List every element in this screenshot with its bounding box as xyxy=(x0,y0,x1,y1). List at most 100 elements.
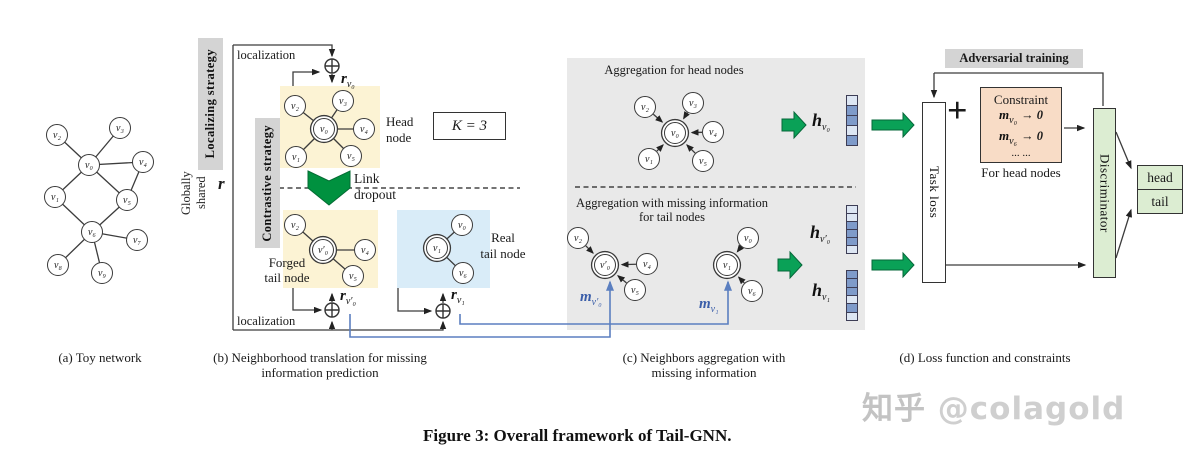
vector-cell xyxy=(846,244,858,254)
head_c-node: v₀ xyxy=(664,122,686,144)
tail_c2-node: v₀ xyxy=(737,227,759,249)
head_b-node: v₄ xyxy=(353,118,375,140)
adversarial-training-box: Adversarial training xyxy=(945,49,1083,68)
real_b-node: v₀ xyxy=(451,214,473,236)
head_c-node: v₄ xyxy=(702,121,724,143)
h-v1-vector xyxy=(846,269,858,322)
toy-node: v₅ xyxy=(116,189,138,211)
localization-bottom-label: localization xyxy=(237,314,296,328)
head_c-node: v₂ xyxy=(634,96,656,118)
toy-node: v₁ xyxy=(44,186,66,208)
real_b-node: v₆ xyxy=(452,262,474,284)
head_c-node: v₅ xyxy=(692,150,714,172)
h-v0-vector xyxy=(846,94,858,146)
r-v1-label: rv₁ xyxy=(451,287,465,306)
tail_c1-node: v₅ xyxy=(624,279,646,301)
head_c-node: v₃ xyxy=(682,92,704,114)
toy-node: v₆ xyxy=(81,221,103,243)
head_b-node: v₀ xyxy=(313,118,335,140)
head_c-edge xyxy=(652,113,664,123)
tail_c1-edge xyxy=(585,245,594,254)
head-class-box: head xyxy=(1137,165,1183,190)
aggregation-head-title: Aggregation for head nodes xyxy=(604,63,744,77)
watermark: 知乎 @colagold xyxy=(862,383,1125,428)
caption-b: (b) Neighborhood translation for missing… xyxy=(213,350,427,380)
h-v1-label: hv₁ xyxy=(812,280,830,303)
localizing-strategy-label: Localizing strategy xyxy=(203,49,217,159)
vector-cell xyxy=(846,311,858,322)
caption-a: (a) Toy network xyxy=(58,350,142,365)
toy-node: v₂ xyxy=(46,124,68,146)
caption-d: (d) Loss function and constraints xyxy=(899,350,1071,365)
task-loss-box: Task loss xyxy=(922,102,946,283)
forged_b-node: v′₀ xyxy=(312,239,334,261)
contrastive-strategy-bar: Contrastive strategy xyxy=(255,118,280,248)
contrastive-strategy-label: Contrastive strategy xyxy=(260,124,274,242)
toy-node: v₄ xyxy=(132,151,154,173)
discriminator-box: Discriminator xyxy=(1093,108,1116,278)
head_c-edge xyxy=(683,111,690,120)
watermark-zh: 知乎 xyxy=(862,391,926,427)
head_c-edge xyxy=(686,144,696,154)
plus-sign: + xyxy=(947,90,968,130)
k-value-box: K = 3 xyxy=(433,112,506,140)
dashed-dividers xyxy=(262,186,856,189)
forged_b-node: v₂ xyxy=(284,214,306,236)
toy-node: v₉ xyxy=(91,262,113,284)
head_b-node: v₃ xyxy=(332,90,354,112)
figure-caption: Figure 3: Overall framework of Tail-GNN. xyxy=(423,426,732,445)
link-dropout-chevron-icon xyxy=(307,170,351,206)
watermark-handle: @colagold xyxy=(937,391,1126,427)
loss-wiring xyxy=(930,72,1132,269)
tail_c1-node: v₂ xyxy=(567,227,589,249)
constraint-row-2: mv₆ → 0 xyxy=(999,128,1043,147)
head_b-node: v₅ xyxy=(340,145,362,167)
h-v0p-vector xyxy=(846,204,858,254)
flow-arrow-icons xyxy=(777,110,915,280)
tail_c2-node: v₁ xyxy=(716,254,738,276)
r-v0prime-label: rv′₀ xyxy=(340,288,356,307)
tail-class-box: tail xyxy=(1137,189,1183,214)
head_b-node: v₂ xyxy=(284,95,306,117)
constraint-dots: ... ... xyxy=(1011,147,1031,159)
real_b-node: v₁ xyxy=(426,237,448,259)
vector-cell xyxy=(846,134,858,146)
m-v1-label: mv₁ xyxy=(699,296,719,315)
missing-info-blue-links xyxy=(349,280,732,338)
toy-node: v₀ xyxy=(78,154,100,176)
head_c-node: v₁ xyxy=(638,148,660,170)
constraint-box: Constraint mv₀ → 0 mv₆ → 0 ... ... xyxy=(980,87,1062,163)
h-v0prime-label: hv′₀ xyxy=(810,222,831,245)
tail_c1-edge xyxy=(617,275,627,284)
globally-shared-label: Globally shared xyxy=(179,171,208,215)
tail_c2-node: v₆ xyxy=(741,280,763,302)
forged_b-node: v₅ xyxy=(342,265,364,287)
localizing-strategy-bar: Localizing strategy xyxy=(198,38,223,170)
head_b-node: v₁ xyxy=(285,146,307,168)
toy-node: v₇ xyxy=(126,229,148,251)
tail_c1-node: v₄ xyxy=(636,253,658,275)
oplus-add-icon xyxy=(324,58,451,319)
toy-node: v₃ xyxy=(109,117,131,139)
global-r-label: r xyxy=(218,174,225,193)
m-v0prime-label: mv′₀ xyxy=(580,289,602,308)
localization-top-label: localization xyxy=(237,48,296,62)
toy-node: v₈ xyxy=(47,254,69,276)
aggregation-panel xyxy=(567,58,865,330)
tail_c2-edge xyxy=(736,244,744,253)
r-v0-label: rv₀ xyxy=(341,71,355,90)
h-v0-label: hv₀ xyxy=(812,110,830,133)
head_c-edge xyxy=(656,144,664,152)
forged_b-node: v₄ xyxy=(354,239,376,261)
tail_c1-node: v′₀ xyxy=(594,254,616,276)
constraint-row-1: mv₀ → 0 xyxy=(999,107,1043,126)
localization-wiring xyxy=(232,44,447,331)
for-head-nodes-label: For head nodes xyxy=(981,165,1061,180)
constraint-title: Constraint xyxy=(993,92,1049,107)
